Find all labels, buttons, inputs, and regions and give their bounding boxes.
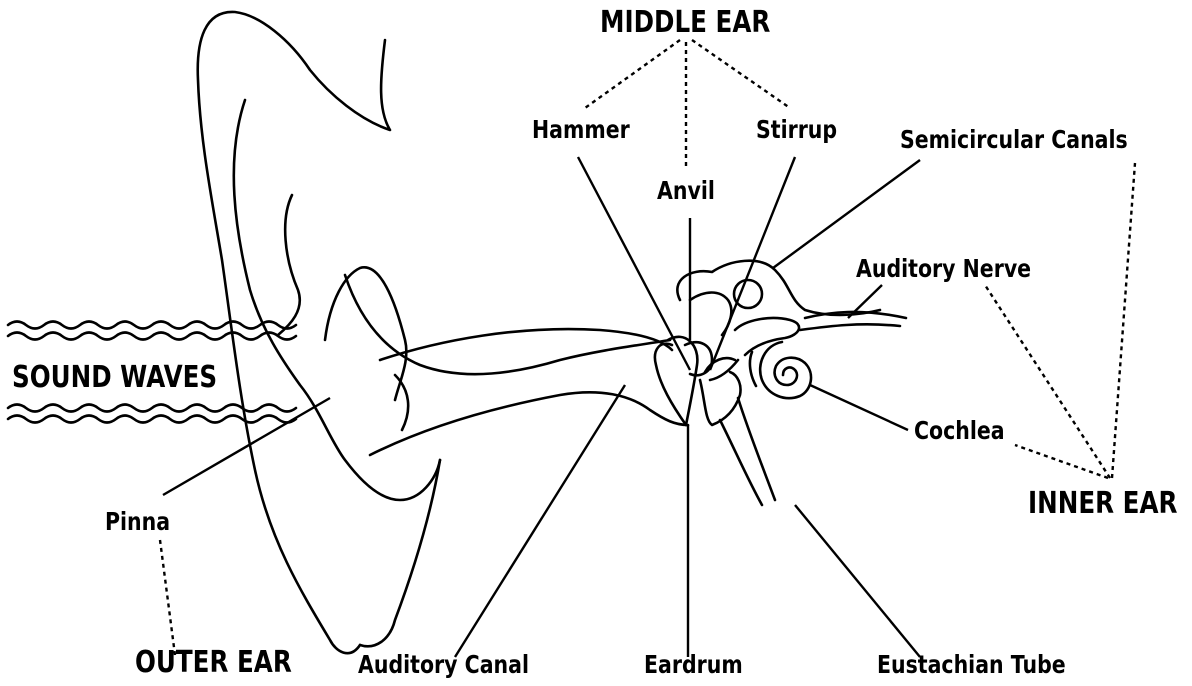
leader-semicircular [773,160,920,268]
sound-wave-bottom [8,405,296,423]
middle-ear-cavity [700,372,741,425]
semicircular-canals-outer [677,261,880,315]
label-auditory-nerve: Auditory Nerve [856,256,1031,281]
pinna-inner-fold [234,100,440,500]
label-eardrum: Eardrum [644,652,743,677]
label-inner-ear: INNER EAR [1028,489,1177,519]
concha-bowl [345,275,670,374]
eustachian-tube-outer [738,398,775,500]
canal-loop [734,280,762,308]
leader-eustachian [795,505,920,657]
dash-inner-ear-cochlea [1015,445,1108,478]
dash-inner-ear-nerve [985,285,1110,478]
label-auditory-canal: Auditory Canal [358,652,529,677]
label-semicircular-canals: Semicircular Canals [900,127,1128,152]
leader-pinna [163,398,330,495]
pinna-antihelix [325,267,406,400]
tragus [395,375,408,430]
sound-wave-top [8,322,296,340]
auditory-canal-upper [380,329,672,360]
label-anvil: Anvil [657,178,715,203]
dash-middle-ear-hammer [585,40,680,108]
label-outer-ear: OUTER EAR [135,648,292,678]
label-pinna: Pinna [105,509,170,534]
pinna-helix-ridge [278,195,300,335]
semicircular-canals-inner [690,293,731,336]
dash-inner-ear-semicircular [1112,163,1135,478]
pinna-outline [198,12,390,653]
dash-outer-ear-pinna [160,540,175,655]
label-hammer: Hammer [532,117,630,142]
cochlea-spiral [760,342,811,398]
label-stirrup: Stirrup [756,117,837,142]
eustachian-tube-inner [720,420,762,505]
cochlea-base [750,352,756,386]
dash-middle-ear-stirrup [692,40,790,108]
label-eustachian-tube: Eustachian Tube [877,652,1066,677]
auditory-canal-lower [370,392,688,455]
leader-cochlea [810,385,908,430]
label-cochlea: Cochlea [914,418,1005,443]
label-sound-waves: SOUND WAVES [12,363,217,393]
label-middle-ear: MIDDLE EAR [600,8,770,38]
leader-auditory-canal [455,385,625,657]
